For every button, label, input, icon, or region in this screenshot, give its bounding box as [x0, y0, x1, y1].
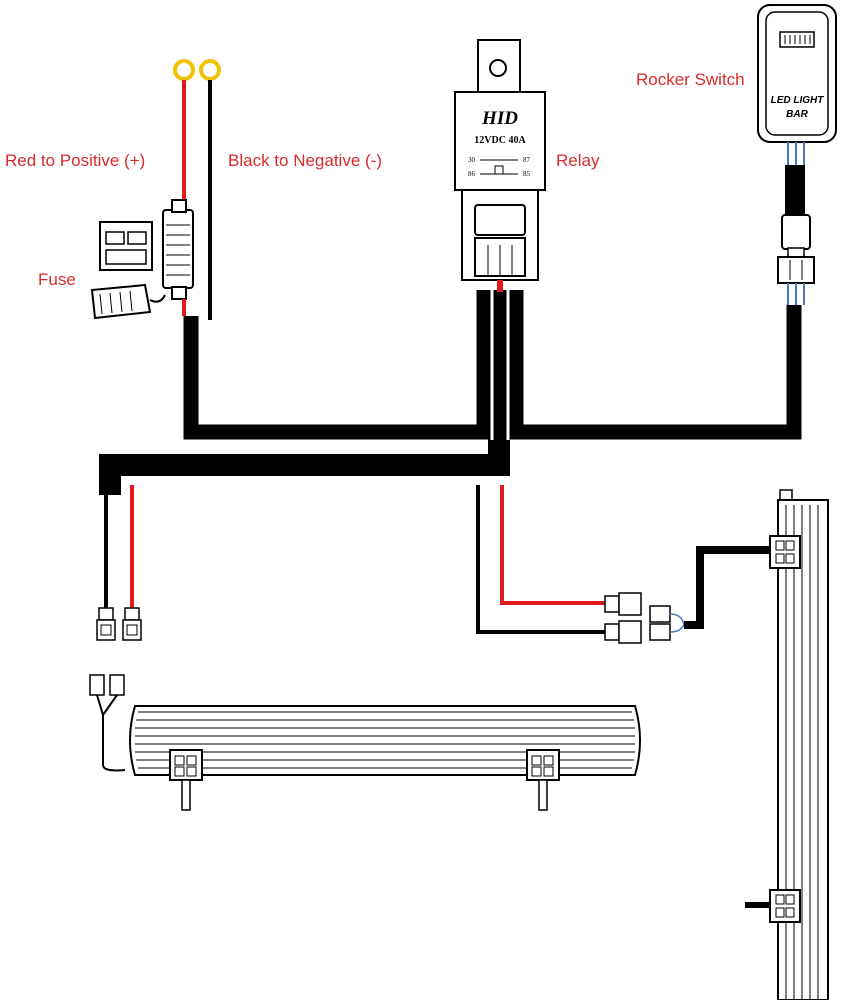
harness-relay-trunk: [99, 290, 510, 495]
fuse-holder: [90, 199, 194, 320]
wire-to-vertical-bar: [684, 546, 775, 629]
wire-right-red: [500, 485, 605, 605]
relay-pin-85: 85: [523, 170, 531, 178]
label-fuse: Fuse: [38, 270, 76, 289]
label-rocker-switch: Rocker Switch: [636, 70, 745, 89]
ring-terminal-red: [173, 59, 195, 81]
wire-right-black: [476, 485, 605, 634]
label-red-to-positive: Red to Positive (+): [5, 151, 145, 170]
vertical-light-bar: [745, 489, 829, 1000]
horizontal-light-bar: [89, 674, 641, 811]
label-relay: Relay: [556, 151, 600, 170]
switch-label-line1: LED LIGHT: [771, 95, 825, 106]
relay-pin-86: 86: [468, 170, 476, 178]
relay-pin-87: 87: [523, 156, 531, 164]
harness-switch-line: [508, 290, 802, 440]
switch-label-line2: BAR: [786, 109, 808, 120]
relay-rating: 12VDC 40A: [474, 135, 526, 146]
right-spade-connectors: [604, 592, 685, 644]
rocker-switch: LED LIGHT BAR: [757, 4, 837, 305]
ring-terminal-black: [199, 59, 221, 81]
relay: HID 12VDC 40A 30 87 86 85: [454, 39, 546, 292]
relay-pin-30: 30: [468, 156, 476, 164]
relay-brand: HID: [481, 108, 518, 129]
battery-ring-terminals: [173, 59, 221, 81]
harness-main: [183, 290, 492, 440]
left-spade-connectors: [96, 607, 142, 641]
label-black-to-negative: Black to Negative (-): [228, 151, 382, 170]
